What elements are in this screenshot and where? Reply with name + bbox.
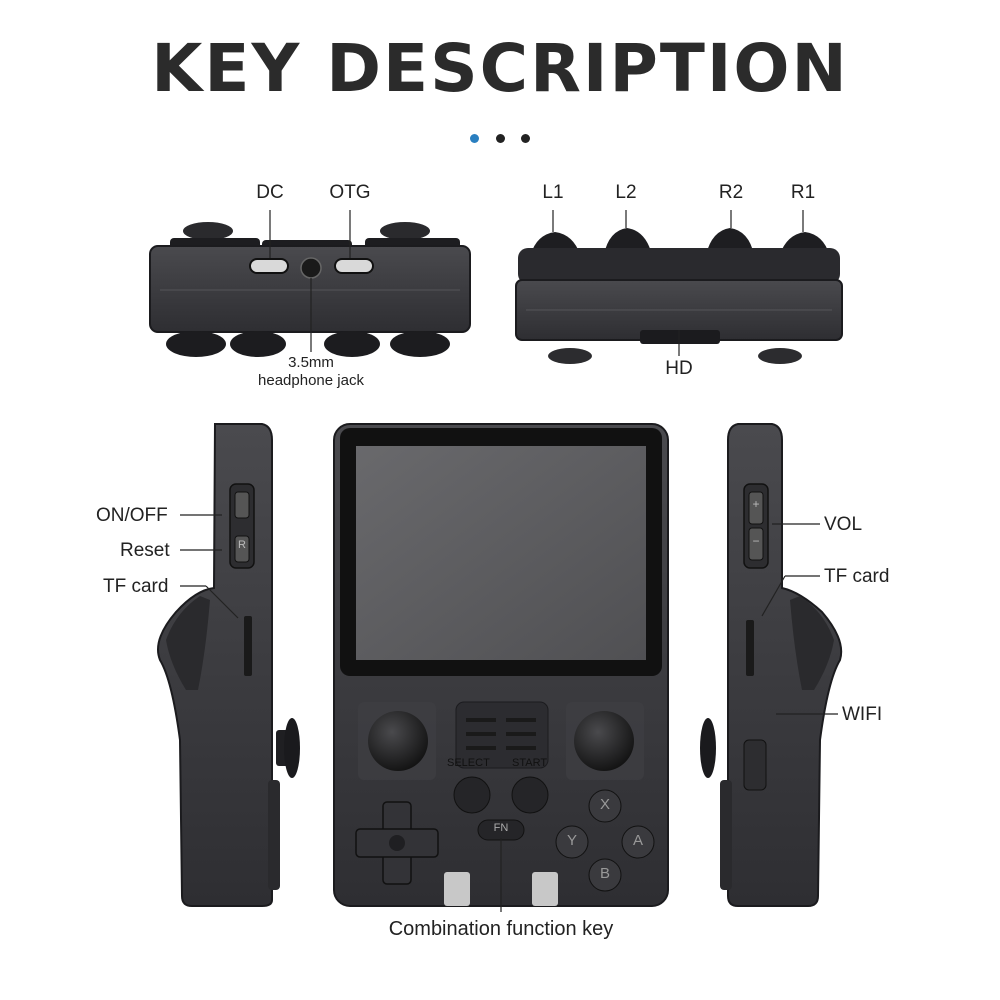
vol-plus-label: + [752, 497, 760, 511]
dc-label: DC [256, 182, 284, 203]
hd-label: HD [665, 358, 693, 379]
pagination-dot[interactable] [520, 134, 530, 143]
select-label: SELECT [447, 757, 490, 769]
back-view-device [515, 210, 843, 364]
pagination-dot-active[interactable] [470, 134, 480, 143]
left-side-device [157, 423, 300, 907]
top-view-device [149, 210, 471, 357]
left-tf-card-label: TF card [103, 576, 169, 597]
front-device [333, 423, 669, 912]
a-label: A [632, 832, 644, 849]
dc-port [249, 258, 289, 274]
on-off-label: ON/OFF [96, 505, 168, 526]
l1-label: L1 [542, 182, 564, 203]
fn-label: FN [493, 822, 509, 834]
vol-label: VOL [824, 514, 863, 535]
otg-port [334, 258, 374, 274]
pagination-dots [0, 130, 1000, 148]
a-button [621, 825, 655, 859]
y-button [555, 825, 589, 859]
r1-label: R1 [790, 182, 816, 203]
reset-key-label: R [238, 539, 246, 551]
otg-label: OTG [329, 182, 371, 203]
headphone-jack [300, 257, 322, 279]
right-tf-card-label: TF card [824, 566, 890, 587]
wifi-label: WIFI [842, 704, 883, 725]
right-stick [574, 711, 634, 771]
right-side-device [700, 423, 843, 907]
r2-label: R2 [718, 182, 744, 203]
start-button [511, 776, 549, 814]
b-button [588, 858, 622, 892]
x-button [588, 789, 622, 823]
page-title: KEY DESCRIPTION [151, 30, 849, 107]
vol-minus-label: − [752, 534, 760, 548]
screen [356, 446, 646, 660]
combination-key-label: Combination function key [388, 918, 614, 940]
left-stick [368, 711, 428, 771]
y-label: Y [566, 832, 578, 849]
headphone-label-line2: headphone jack [258, 372, 364, 389]
pagination-dot[interactable] [495, 134, 505, 143]
start-label: START [512, 757, 548, 769]
headphone-label-line1: 3.5mm [288, 354, 334, 371]
l2-label: L2 [615, 182, 637, 203]
reset-label: Reset [120, 540, 170, 561]
x-label: X [599, 796, 611, 813]
b-label: B [599, 865, 611, 882]
select-button [453, 776, 491, 814]
